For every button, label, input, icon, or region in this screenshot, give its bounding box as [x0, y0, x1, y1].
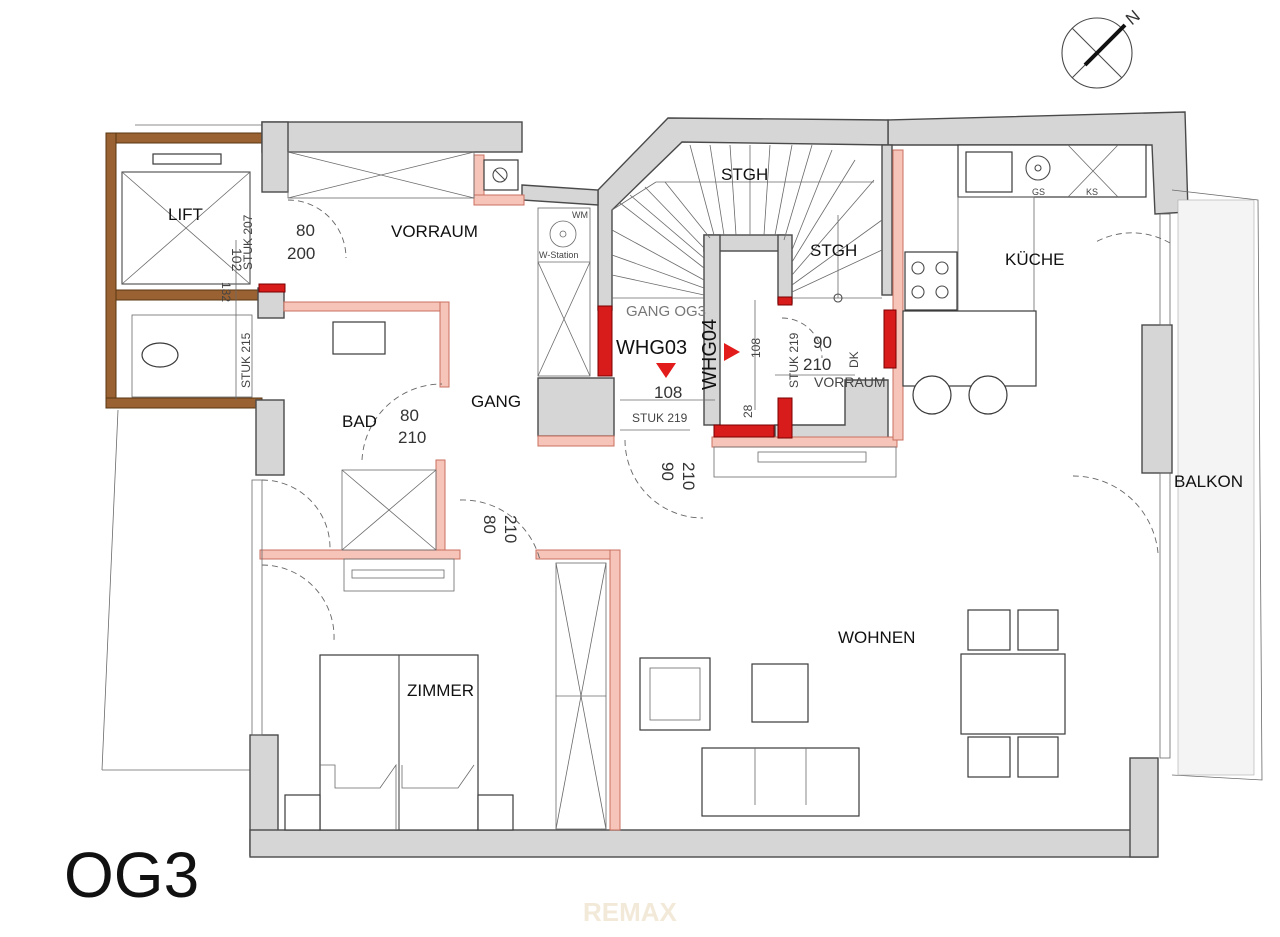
- dim-lift-132: 132: [219, 282, 233, 302]
- kitchen-island: [902, 310, 1037, 387]
- room-label-stgh-upper: STGH: [721, 165, 768, 184]
- bar-stool-icon: [968, 375, 1008, 415]
- floor-label: OG3: [64, 839, 199, 911]
- dim-bad-door-height: 210: [398, 428, 426, 447]
- room-label-zimmer: ZIMMER: [407, 681, 474, 700]
- sofa-icon: [701, 747, 860, 817]
- unit-label-whg03: WHG03: [616, 337, 687, 359]
- bar-stool-icon: [912, 375, 952, 415]
- compass-icon: N: [1061, 6, 1144, 89]
- fixture-label-ks: KS: [1086, 187, 1098, 197]
- coffee-table-icon: [751, 663, 809, 723]
- balcony: [1171, 189, 1263, 781]
- dim-lift-stuk: STUK 207: [241, 214, 255, 270]
- room-label-vorraum: VORRAUM: [391, 222, 478, 241]
- unit-label-whg04: WHG04: [699, 319, 721, 390]
- fire-walls: [258, 283, 897, 439]
- room-label-bad: BAD: [342, 412, 377, 431]
- toilet-icon: [141, 342, 179, 368]
- living-furniture: [639, 609, 1066, 817]
- dim-gang-108: 108: [654, 383, 682, 402]
- room-label-wohnen: WOHNEN: [838, 628, 915, 647]
- room-label-gang: GANG: [471, 392, 521, 411]
- dim-whg04-door-width: 90: [813, 333, 832, 352]
- dim-entry-door-height: 210: [679, 462, 698, 490]
- watermark-logo: REMAX: [583, 897, 678, 927]
- entrance-arrow-whg03: [656, 363, 676, 378]
- fixture-label-gs: GS: [1032, 187, 1045, 197]
- staircase: [611, 144, 883, 303]
- terrace-outline: [101, 124, 265, 771]
- room-label-lift: LIFT: [168, 205, 203, 224]
- dim-whg04-stuk: STUK 219: [787, 332, 801, 388]
- interior-walls: [259, 149, 904, 831]
- dim-whg04-28: 28: [741, 404, 755, 418]
- dim-lift-102: 102: [229, 248, 245, 272]
- dim-entry-door-width: 90: [658, 462, 677, 481]
- wardrobe-vorraum: [287, 151, 475, 199]
- dim-whg04-108: 108: [749, 338, 763, 358]
- w-station-cabinet: [537, 207, 591, 377]
- dim-wc-stuk: STUK 215: [239, 332, 253, 388]
- room-label-balkon: BALKON: [1174, 472, 1243, 491]
- bedroom-furniture: [284, 562, 607, 831]
- dim-whg04-dk: DK: [847, 351, 861, 368]
- sink-icon: [332, 321, 386, 355]
- room-label-vorraum-small: VORRAUM: [814, 374, 886, 390]
- dim-lift-door-width: 80: [296, 221, 315, 240]
- entrance-arrow-whg04: [724, 343, 740, 361]
- exterior-walls: [249, 111, 1189, 858]
- dim-zimmer-door-width: 80: [480, 515, 499, 534]
- door-swings: [261, 199, 1171, 641]
- armchair-icon: [639, 657, 711, 731]
- room-label-kueche: KÜCHE: [1005, 250, 1065, 269]
- shower-icon: [341, 469, 437, 551]
- room-label-gang-og3: GANG OG3: [626, 303, 706, 320]
- dim-zimmer-door-height: 210: [501, 515, 520, 543]
- dimension-lines: [235, 240, 855, 431]
- fixture-label-w-station: W-Station: [539, 250, 578, 260]
- dim-bad-door-width: 80: [400, 406, 419, 425]
- dim-lift-door-height: 200: [287, 244, 315, 263]
- dining-table-icon: [960, 653, 1066, 735]
- kitchen-units: [902, 144, 1147, 415]
- shaft-icon: [483, 159, 519, 191]
- cooktop-icon: [904, 251, 958, 311]
- dim-whg04-door-height: 210: [803, 355, 831, 374]
- dim-gang-stuk: STUK 219: [632, 411, 688, 425]
- windows: [251, 213, 1171, 759]
- fixture-label-wm: WM: [572, 210, 588, 220]
- room-label-stgh-lower: STGH: [810, 241, 857, 260]
